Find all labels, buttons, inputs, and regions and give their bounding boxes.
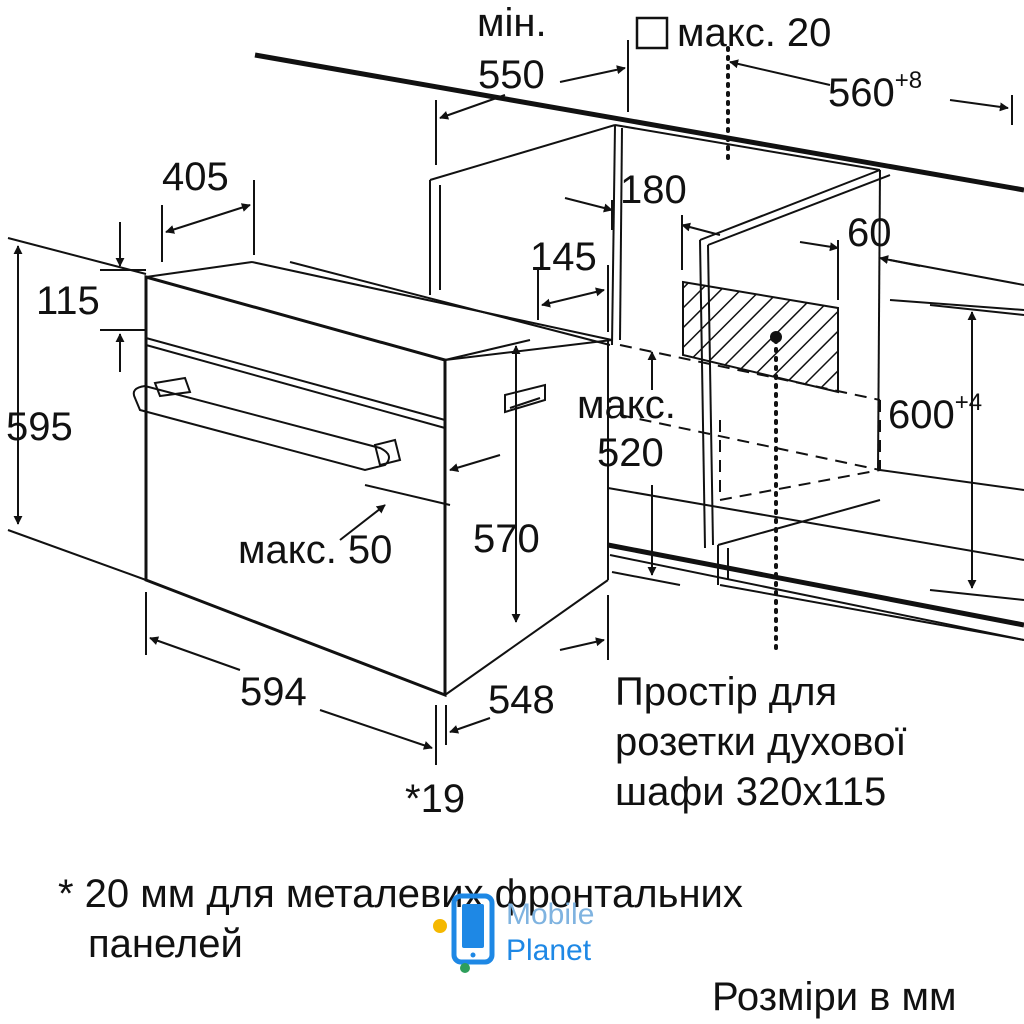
- label-548: 548: [488, 678, 555, 722]
- label-560: 560+8: [828, 67, 922, 115]
- oven: [132, 261, 613, 698]
- label-max-20: макс. 20: [677, 11, 831, 55]
- label-594: 594: [240, 670, 307, 714]
- label-520: 520: [597, 431, 664, 475]
- socket-note-line-1: Простір для: [615, 670, 837, 714]
- label-570: 570: [473, 517, 540, 561]
- label-19: *19: [405, 777, 465, 821]
- footnote-line-1: * 20 мм для металевих фронтальних: [58, 872, 743, 916]
- label-115: 115: [36, 279, 100, 323]
- socket-note-line-3: шафи 320х115: [615, 770, 886, 814]
- socket-area: [682, 280, 839, 394]
- label-145: 145: [530, 235, 597, 279]
- cabinet-niche: [254, 52, 1024, 641]
- label-max-50: макс. 50: [238, 528, 392, 572]
- label-595: 595: [6, 405, 73, 449]
- units-note: Розміри в мм: [712, 975, 957, 1019]
- socket-note-line-2: розетки духової: [615, 720, 906, 764]
- label-min: мін.: [477, 1, 547, 45]
- label-180: 180: [620, 168, 687, 212]
- footnote-line-2: панелей: [88, 922, 243, 966]
- dimension-lines: [7, 40, 1024, 765]
- label-600: 600+4: [888, 389, 982, 437]
- label-60: 60: [847, 211, 892, 255]
- checkbox-icon: [635, 16, 669, 50]
- watermark-line-1: Mobile: [506, 898, 594, 931]
- phone-icon: [433, 893, 495, 973]
- watermark-logo: Mobile Planet: [433, 893, 594, 973]
- watermark-line-2: Planet: [506, 934, 592, 967]
- label-max-a: макс.: [577, 383, 676, 427]
- label-405: 405: [162, 155, 229, 199]
- label-550: 550: [478, 53, 545, 97]
